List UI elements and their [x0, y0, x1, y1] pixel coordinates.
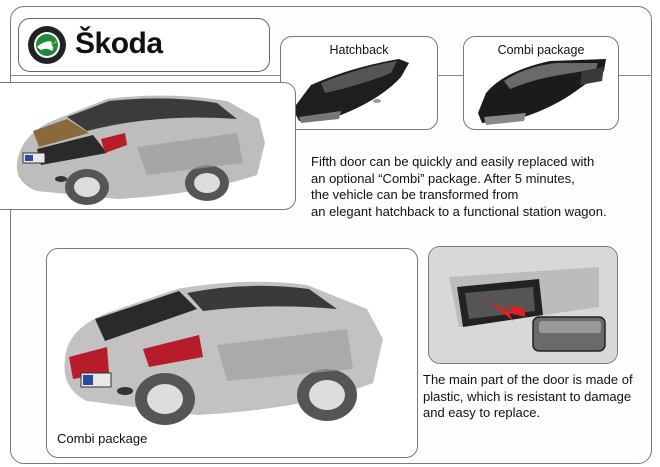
hatchback-car-panel — [0, 82, 296, 210]
fifth-door-line-4: an elegant hatchback to a functional sta… — [311, 203, 607, 219]
door-material-caption: The main part of the door is made of pla… — [423, 372, 633, 422]
skoda-logo-icon — [28, 26, 66, 64]
door-material-line-1: The main part of the door is made of — [423, 372, 633, 387]
brand-header: Škoda — [18, 18, 270, 72]
combi-car-sketch — [64, 281, 383, 425]
hatchback-door-sketch — [293, 59, 409, 123]
combi-top-panel: Combi package — [463, 36, 619, 130]
fifth-door-line-3: the vehicle can be transformed from — [311, 187, 519, 202]
combi-bottom-label: Combi package — [57, 431, 148, 446]
hatchback-car-sketch — [16, 95, 266, 205]
combi-top-label: Combi package — [497, 43, 585, 57]
door-detail-sketch — [429, 247, 617, 363]
hatchback-label: Hatchback — [329, 43, 389, 57]
door-material-line-2: plastic, which is resistant to damage — [423, 388, 632, 404]
fifth-door-caption: Fifth door can be quickly and easily rep… — [311, 154, 607, 220]
fifth-door-line-2: an optional “Combi” package. After 5 min… — [311, 170, 575, 186]
hatchback-panel: Hatchback — [280, 36, 438, 130]
door-detail-panel — [428, 246, 618, 364]
combi-car-panel: Combi package — [46, 248, 418, 458]
fifth-door-line-1: Fifth door can be quickly and easily rep… — [311, 154, 595, 169]
brand-name: Škoda — [75, 27, 163, 60]
door-material-line-3: and easy to replace. — [423, 405, 541, 420]
combi-door-sketch — [478, 59, 606, 125]
